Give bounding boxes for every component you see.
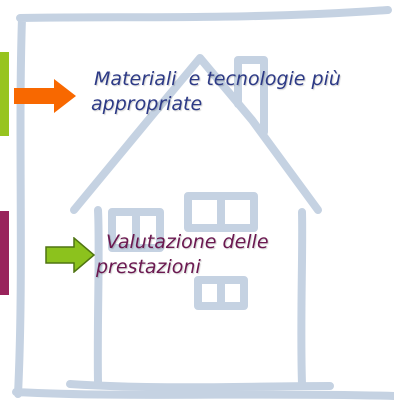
arrow-right-icon: [14, 79, 76, 113]
window-right-top: [184, 192, 258, 232]
item-label-materials-line2: appropriate: [91, 93, 203, 115]
side-bar-bottom: [0, 211, 9, 295]
house-walls: [93, 206, 307, 388]
paper-outline: [12, 6, 394, 400]
item-label-performance-line1: Valutazione delle: [100, 231, 269, 253]
house-roof: [70, 54, 322, 214]
item-label-materials-line1: Materiali e tecnologie più: [88, 68, 341, 90]
window-left: [108, 208, 164, 252]
arrow-right-icon: [45, 237, 96, 273]
side-bar-top: [0, 52, 9, 136]
item-label-performance-line2: prestazioni: [96, 256, 201, 278]
ground-line: [66, 380, 334, 392]
window-right-bottom: [194, 276, 248, 310]
house-chimney: [234, 56, 268, 136]
